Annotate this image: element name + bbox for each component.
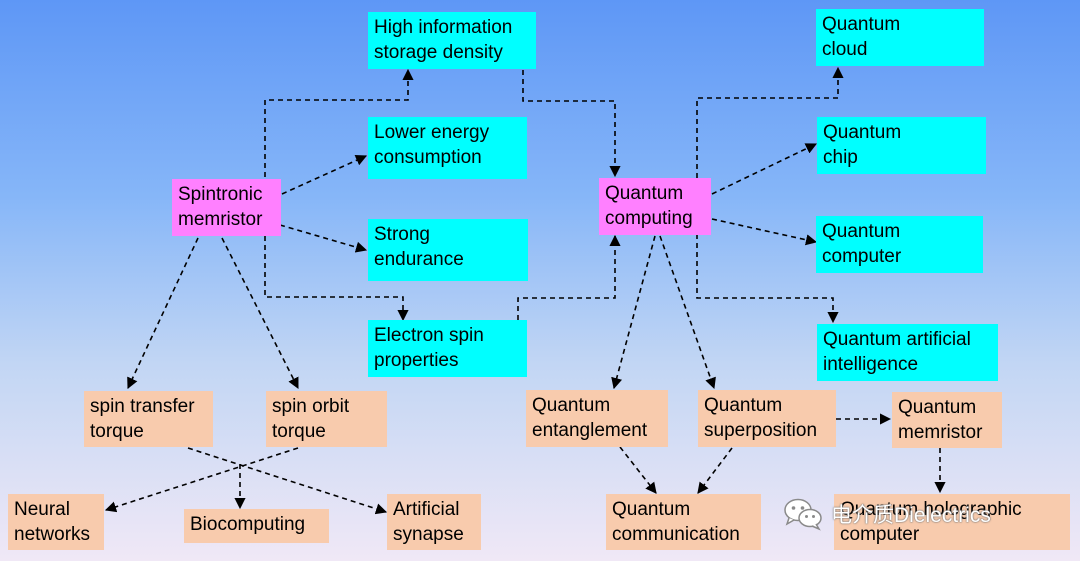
node-quantum-superposition: Quantum superposition [698,390,836,447]
arrow-qcomputing-to-chip [711,143,818,195]
arrow-sot-to-neural [104,447,299,513]
node-neural-networks: Neural networks [8,494,104,550]
node-lower-energy-consumption: Lower energy consumption [368,117,527,179]
arrow-spintronic-to-sot [221,237,299,389]
node-electron-spin-properties: Electron spin properties [368,320,527,377]
node-spin-transfer-torque: spin transfer torque [84,391,213,447]
arrow-qcomputing-to-computer [711,218,818,246]
node-quantum-memristor: Quantum memristor [892,392,1002,448]
node-quantum-chip: Quantum chip [817,117,986,174]
node-strong-endurance: Strong endurance [368,219,528,281]
wechat-logo-icon [784,498,822,531]
arrow-stt-to-synapse [187,447,388,515]
arrow-entanglement-to-communication [619,446,657,494]
node-high-information-storage-density: High information storage density [368,12,536,69]
node-quantum-computing: Quantum computing [599,178,711,235]
arrow-qcomputing-to-entanglement [611,235,656,390]
watermark-text: 电介质Dielectrics [831,504,991,527]
arrow-qcomputing-to-superposition [659,235,716,390]
arrow-spintronic-to-storage [264,68,414,186]
arrow-spintronic-to-endurance [279,224,368,253]
arrow-spintronic-to-stt [127,237,199,390]
arrow-storage-to-qcomputing [522,70,621,178]
node-quantum-artificial-intelligence: Quantum artificial intelligence [817,324,998,381]
node-spin-orbit-torque: spin orbit torque [266,391,387,447]
arrow-qcomputing-to-qai [696,234,839,324]
arrow-spintronic-to-electron-spin [264,236,409,322]
node-quantum-holographic-computer: Quantum holographic computer [834,494,1070,550]
node-quantum-cloud: Quantum cloud [816,9,984,66]
node-artificial-synapse: Artificial synapse [387,494,481,550]
watermark: 电介质Dielectrics [783,496,1073,532]
arrow-spintronic-to-energy [281,155,368,195]
node-spintronic-memristor: Spintronic memristor [172,179,281,236]
node-biocomputing: Biocomputing [184,509,329,543]
node-quantum-computer: Quantum computer [816,216,983,273]
node-quantum-communication: Quantum communication [606,494,761,550]
arrow-superposition-to-communication [697,447,733,494]
arrow-electron-spin-to-qcomputing [517,234,621,320]
node-quantum-entanglement: Quantum entanglement [526,390,668,447]
arrow-qcomputing-to-cloud [696,66,844,178]
